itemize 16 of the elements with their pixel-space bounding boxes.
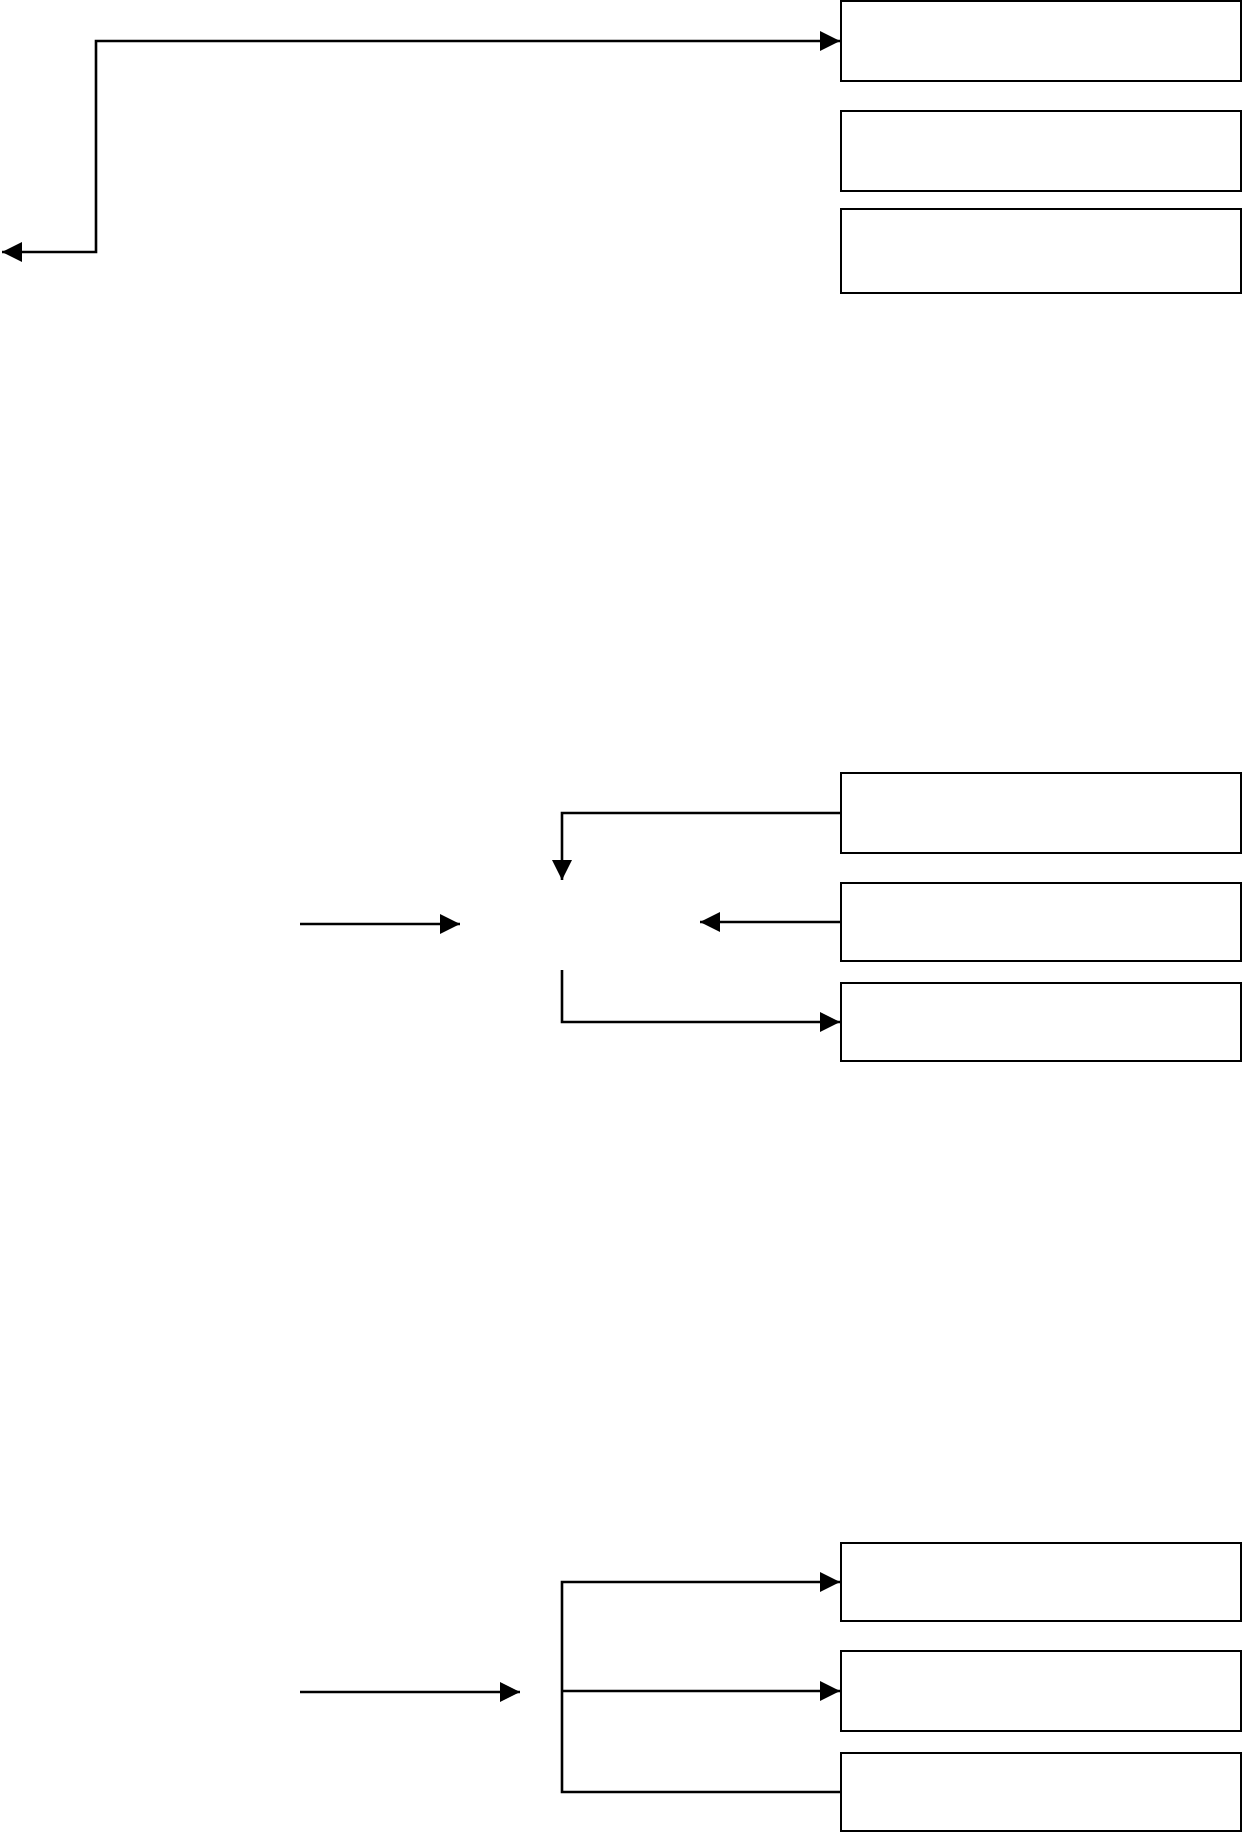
arrow [2, 31, 840, 262]
arrow [560, 1572, 840, 1696]
arrow [552, 811, 840, 880]
empty-box [840, 1650, 1242, 1732]
empty-box [840, 882, 1242, 962]
empty-box [840, 772, 1242, 854]
arrow [562, 1681, 840, 1701]
empty-box [840, 1542, 1242, 1622]
empty-box [840, 1752, 1242, 1832]
empty-box [840, 110, 1242, 192]
arrow [700, 912, 840, 932]
empty-box [840, 0, 1242, 82]
connector-line [560, 1696, 840, 1794]
arrow [560, 970, 840, 1032]
empty-box [840, 982, 1242, 1062]
empty-box [840, 208, 1242, 294]
